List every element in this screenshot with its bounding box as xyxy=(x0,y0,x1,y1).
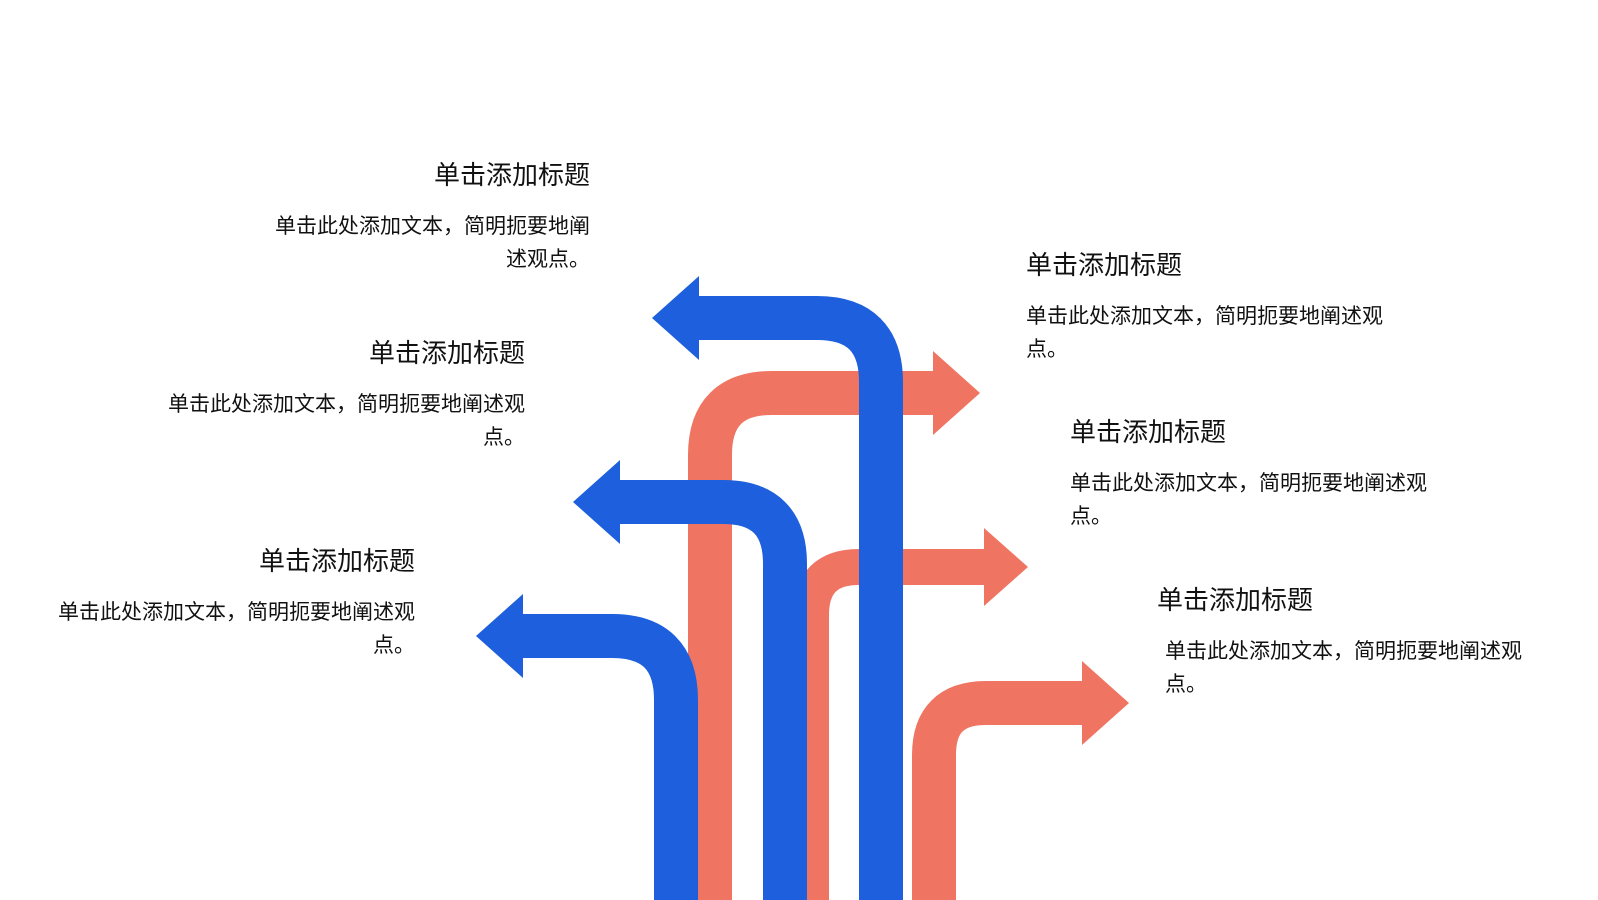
block-title[interactable]: 单击添加标题 xyxy=(1157,586,1314,616)
block-title[interactable]: 单击添加标题 xyxy=(433,161,590,191)
blue-arrow-bottom xyxy=(476,594,698,900)
block-description[interactable]: 单击此处添加文本，简明扼要地阐述观点。 xyxy=(58,600,415,657)
coral-arrow-middle xyxy=(793,528,1028,900)
blue-arrow-middle xyxy=(573,460,807,900)
block-description[interactable]: 单击此处添加文本，简明扼要地阐述观点。 xyxy=(1165,639,1522,696)
block-description[interactable]: 单击此处添加文本，简明扼要地阐述观点。 xyxy=(168,392,525,449)
block-title[interactable]: 单击添加标题 xyxy=(258,547,415,577)
text-block-right-2: 单击添加标题 单击此处添加文本，简明扼要地阐述观点。 xyxy=(1070,417,1450,533)
block-title[interactable]: 单击添加标题 xyxy=(1026,251,1183,281)
coral-arrow-bottom xyxy=(912,661,1129,900)
block-title[interactable]: 单击添加标题 xyxy=(368,339,525,369)
text-block-left-2: 单击添加标题 单击此处添加文本，简明扼要地阐述观点。 xyxy=(145,338,525,454)
block-title[interactable]: 单击添加标题 xyxy=(1070,418,1227,448)
text-block-left-1: 单击添加标题 单击此处添加文本，简明扼要地阐述观点。 xyxy=(210,160,590,276)
coral-arrow-top xyxy=(688,351,980,900)
text-block-left-3: 单击添加标题 单击此处添加文本，简明扼要地阐述观点。 xyxy=(35,546,415,662)
text-block-right-3: 单击添加标题 单击此处添加文本，简明扼要地阐述观点。 xyxy=(1157,585,1537,701)
blue-arrow-top xyxy=(652,276,903,900)
block-description[interactable]: 单击此处添加文本，简明扼要地阐述观点。 xyxy=(275,214,590,271)
text-block-right-1: 单击添加标题 单击此处添加文本，简明扼要地阐述观点。 xyxy=(1026,250,1406,366)
block-description[interactable]: 单击此处添加文本，简明扼要地阐述观点。 xyxy=(1026,304,1383,361)
block-description[interactable]: 单击此处添加文本，简明扼要地阐述观点。 xyxy=(1070,471,1427,528)
